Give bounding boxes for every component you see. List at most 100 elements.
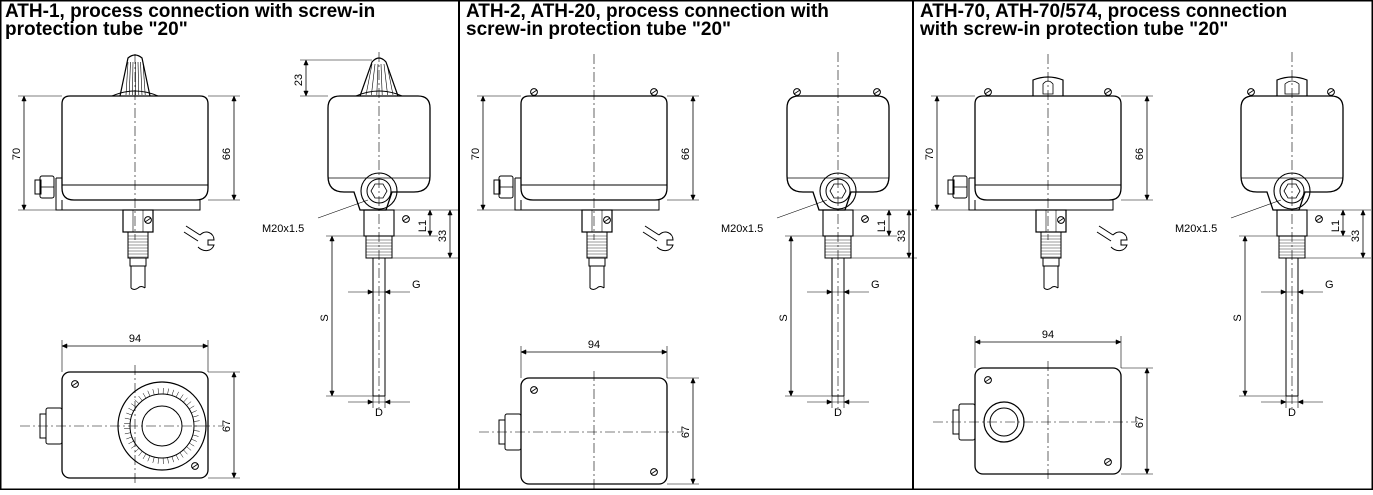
dial-tick bbox=[187, 447, 192, 451]
wrench-handle-top bbox=[186, 226, 200, 235]
dim-g-arrow-a bbox=[827, 290, 832, 294]
dial-tick bbox=[189, 443, 194, 446]
dim-33-arrow-b bbox=[907, 253, 911, 258]
dim-70-arrow-b bbox=[22, 205, 26, 210]
dial-tick bbox=[148, 456, 150, 462]
knob-rib bbox=[132, 62, 133, 95]
top-corner-screw-br-slot bbox=[1105, 460, 1111, 464]
top-screw-left-slot bbox=[985, 90, 991, 94]
dim-s-arrow-b bbox=[789, 391, 793, 396]
dim-g-label: G bbox=[871, 279, 880, 291]
dim-s-arrow-a bbox=[1243, 236, 1247, 241]
dial-tick bbox=[194, 421, 200, 422]
dim-66-arrow-b bbox=[232, 195, 236, 200]
dial-tick bbox=[183, 450, 187, 454]
dial-tick bbox=[128, 441, 133, 444]
dial-tick bbox=[187, 402, 192, 406]
connection-nut bbox=[582, 210, 612, 232]
top-corner-screw-tl-slot bbox=[985, 378, 991, 382]
dim-66-label: 66 bbox=[221, 148, 233, 160]
thread-label: M20x1.5 bbox=[262, 223, 304, 235]
panel-2-title-line2: screw-in protection tube "20" bbox=[466, 21, 829, 39]
dial-tick bbox=[135, 448, 139, 452]
dim-23-arrow-b bbox=[304, 91, 308, 96]
wrench-handle-top bbox=[645, 226, 659, 235]
dim-l1-arrow-a bbox=[428, 210, 432, 215]
front-view: 70 66 bbox=[11, 54, 240, 290]
dial-tick bbox=[180, 453, 183, 458]
dial-tick bbox=[158, 388, 159, 394]
dim-33-arrow-b bbox=[1361, 253, 1365, 258]
panel-2-title: ATH-2, ATH-20, process connection with s… bbox=[466, 3, 829, 39]
dial-tick bbox=[168, 458, 169, 464]
dim-33-label: 33 bbox=[896, 230, 908, 242]
side-screw-left-slot bbox=[794, 90, 800, 94]
dim-g-label: G bbox=[1325, 279, 1334, 291]
dim-l1-arrow-a bbox=[887, 210, 891, 215]
dim-33-label: 33 bbox=[1350, 230, 1362, 242]
dial-tick bbox=[194, 430, 200, 431]
knob-side-rib bbox=[371, 64, 375, 95]
knob-side-rib bbox=[381, 64, 382, 95]
wrench-handle-bottom bbox=[1097, 232, 1111, 241]
dim-70-arrow-a bbox=[481, 96, 485, 101]
dim-70-label: 70 bbox=[11, 148, 23, 160]
dim-67-arrow-a bbox=[691, 378, 695, 383]
dim-33-arrow-a bbox=[907, 210, 911, 215]
dim-l1-arrow-a bbox=[1341, 210, 1345, 215]
connection-nut bbox=[1036, 210, 1066, 232]
top-corner-screw-br-slot bbox=[651, 470, 657, 474]
dim-94-arrow-a bbox=[62, 344, 67, 348]
dial-tick bbox=[131, 404, 136, 408]
dim-94-arrow-a bbox=[975, 340, 980, 344]
connection-nut bbox=[123, 210, 153, 232]
dial-tick bbox=[183, 398, 187, 402]
dim-67-arrow-a bbox=[1145, 368, 1149, 373]
dial-tick bbox=[125, 418, 131, 419]
dim-g-arrow-b bbox=[385, 290, 390, 294]
top-corner-screw-tl-slot bbox=[72, 382, 78, 386]
top-screw-right-slot bbox=[1105, 90, 1111, 94]
side-screw-right-slot bbox=[1328, 90, 1334, 94]
dim-70-arrow-a bbox=[935, 96, 939, 101]
dial-tick bbox=[139, 451, 143, 456]
dim-66-arrow-b bbox=[691, 195, 695, 200]
wrench-handle-bottom bbox=[184, 232, 198, 241]
dial-tick bbox=[191, 439, 196, 441]
base-plate bbox=[969, 178, 1113, 210]
dim-23-label: 23 bbox=[293, 74, 305, 86]
dial-tick bbox=[143, 454, 146, 459]
dim-d-arrow-a bbox=[1281, 400, 1286, 404]
wrench-jaw bbox=[657, 232, 673, 251]
wrench-icon bbox=[184, 226, 214, 251]
dim-70-arrow-b bbox=[935, 205, 939, 210]
dial-tick bbox=[131, 445, 136, 449]
dim-s-arrow-b bbox=[1243, 391, 1247, 396]
wrench-jaw bbox=[198, 232, 214, 251]
dial-tick bbox=[126, 413, 132, 415]
dim-94-label: 94 bbox=[588, 339, 600, 351]
nut-screw-slot bbox=[1058, 218, 1064, 222]
thread-label: M20x1.5 bbox=[1175, 223, 1217, 235]
dim-s-label: S bbox=[778, 314, 790, 321]
tube-break bbox=[131, 287, 145, 290]
top-corner-screw-tl-slot bbox=[531, 388, 537, 392]
dial-tick bbox=[193, 435, 199, 437]
dim-66-label: 66 bbox=[680, 148, 692, 160]
dial-tick bbox=[135, 400, 139, 404]
dial-tick bbox=[191, 411, 196, 413]
nut-screw-slot bbox=[604, 218, 610, 222]
dim-l1-label: L1 bbox=[876, 220, 888, 232]
dim-s-arrow-a bbox=[789, 236, 793, 241]
dim-67-arrow-b bbox=[1145, 469, 1149, 474]
dim-67-arrow-b bbox=[232, 473, 236, 478]
dim-d-arrow-b bbox=[844, 400, 849, 404]
